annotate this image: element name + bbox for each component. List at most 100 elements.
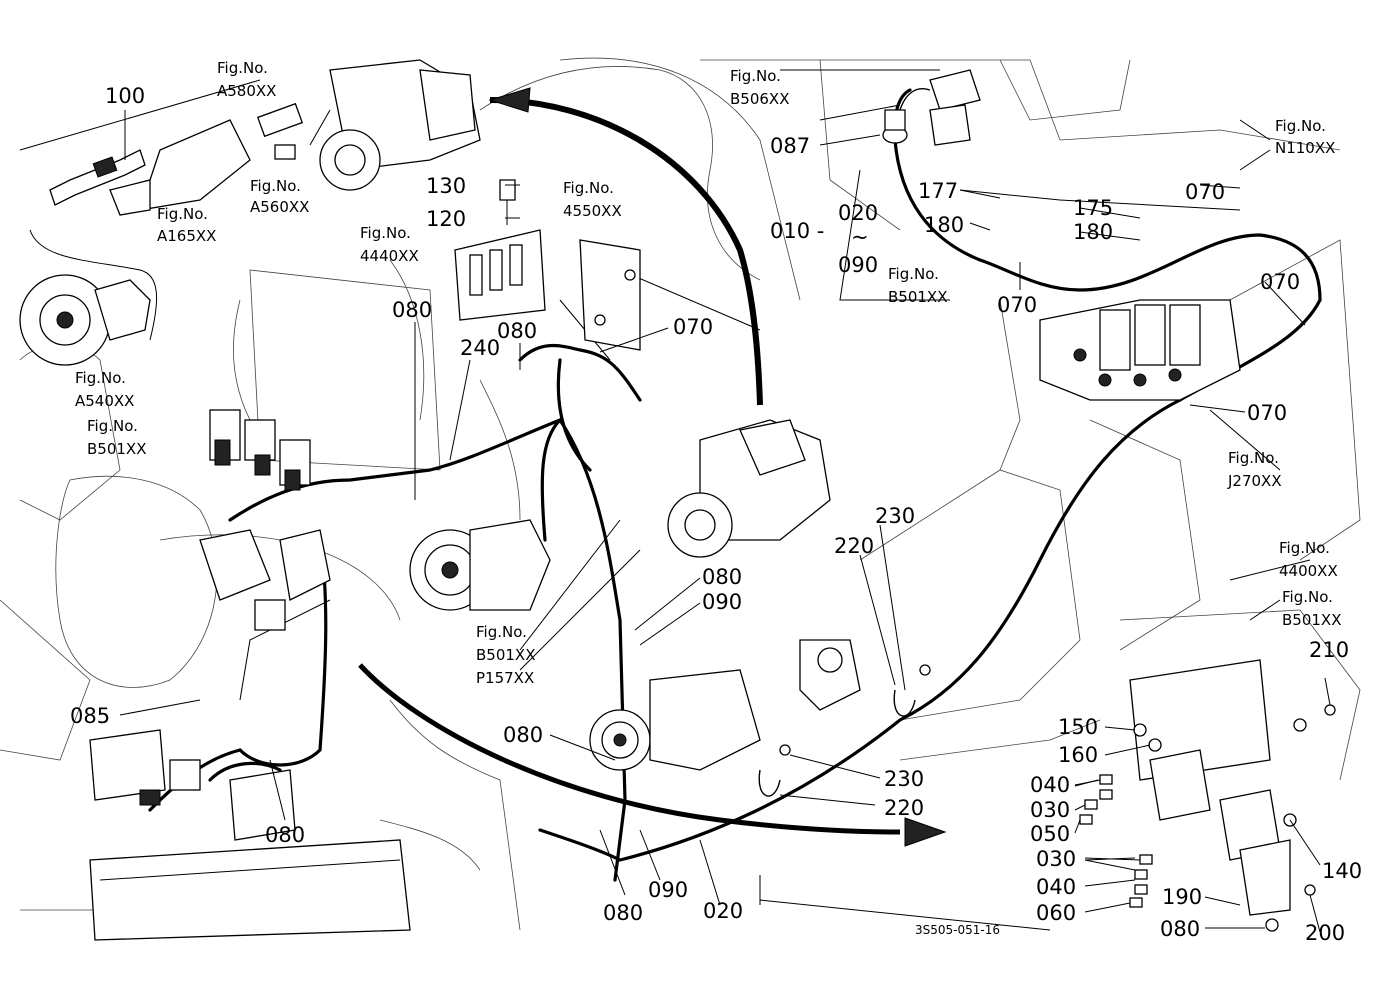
connector-087 xyxy=(882,69,981,146)
relay-cluster xyxy=(199,409,331,631)
svg-text:P157XX: P157XX xyxy=(476,669,534,687)
label-080-b: 080 xyxy=(497,319,537,343)
harness-clamps xyxy=(758,664,931,797)
svg-text:B501XX: B501XX xyxy=(476,646,535,664)
svg-text:A580XX: A580XX xyxy=(217,82,276,100)
leader-lines xyxy=(119,110,1331,933)
valve-block xyxy=(1039,299,1241,401)
fig-ref-b501-left: Fig.No. B501XX xyxy=(87,417,146,458)
svg-text:Fig.No.: Fig.No. xyxy=(730,67,781,85)
svg-text:Fig.No.: Fig.No. xyxy=(888,265,939,283)
svg-text:Fig.No.: Fig.No. xyxy=(75,369,126,387)
label-080-g: 080 xyxy=(1160,917,1200,941)
fig-ref-4440: Fig.No. 4440XX xyxy=(360,224,419,265)
svg-text:Fig.No.: Fig.No. xyxy=(563,179,614,197)
part-labels: 100 087 010 - 020 ~ 090 177 180 175 180 … xyxy=(70,84,1362,945)
label-220-upper: 220 xyxy=(834,534,874,558)
label-090-mid: 090 xyxy=(702,590,742,614)
svg-text:B501XX: B501XX xyxy=(87,440,146,458)
label-010: 010 - xyxy=(770,219,824,243)
label-080-e: 080 xyxy=(265,823,305,847)
svg-text:N110XX: N110XX xyxy=(1275,139,1335,157)
fig-ref-a165: Fig.No. A165XX xyxy=(157,205,216,245)
label-100: 100 xyxy=(105,84,145,108)
fig-ref-b506: Fig.No. B506XX xyxy=(730,67,789,108)
label-080-a: 080 xyxy=(392,298,432,322)
label-030-lower: 030 xyxy=(1036,847,1076,871)
svg-text:4440XX: 4440XX xyxy=(360,247,419,265)
label-220-lower: 220 xyxy=(884,796,924,820)
label-200: 200 xyxy=(1305,921,1345,945)
svg-text:B501XX: B501XX xyxy=(888,288,947,306)
fig-ref-b501-right: Fig.No. B501XX xyxy=(1282,588,1341,629)
svg-text:4400XX: 4400XX xyxy=(1279,562,1338,580)
label-177: 177 xyxy=(918,179,958,203)
svg-text:A540XX: A540XX xyxy=(75,392,134,410)
label-160: 160 xyxy=(1058,743,1098,767)
assembly-arrow-lower xyxy=(358,663,947,847)
svg-text:J270XX: J270XX xyxy=(1227,472,1282,490)
label-020-lower: 020 xyxy=(703,899,743,923)
label-230-upper: 230 xyxy=(875,504,915,528)
label-120: 120 xyxy=(426,207,466,231)
starter-middle xyxy=(667,419,831,558)
alternator-left xyxy=(19,274,151,366)
svg-text:A165XX: A165XX xyxy=(157,227,216,245)
fig-ref-b501-p157: Fig.No. B501XX P157XX xyxy=(476,623,535,687)
label-070-mid: 070 xyxy=(997,293,1037,317)
label-080-c: 080 xyxy=(702,565,742,589)
svg-text:Fig.No.: Fig.No. xyxy=(157,205,208,223)
fig-ref-4550: Fig.No. 4550XX xyxy=(563,179,622,220)
label-040-upper: 040 xyxy=(1030,773,1070,797)
alternator-middle xyxy=(409,519,551,611)
label-060: 060 xyxy=(1036,901,1076,925)
label-030-upper: 030 xyxy=(1030,798,1070,822)
label-090-upper: 090 xyxy=(838,253,878,277)
label-190: 190 xyxy=(1162,885,1202,909)
callout-arrows xyxy=(1074,779,1136,871)
svg-text:Fig.No.: Fig.No. xyxy=(1282,588,1333,606)
label-040-lower: 040 xyxy=(1036,875,1076,899)
reference-lines xyxy=(19,69,1311,931)
label-085: 085 xyxy=(70,704,110,728)
svg-text:Fig.No.: Fig.No. xyxy=(87,417,138,435)
ac-compressor xyxy=(589,639,861,771)
svg-text:Fig.No.: Fig.No. xyxy=(217,59,268,77)
label-050: 050 xyxy=(1030,822,1070,846)
label-087: 087 xyxy=(770,134,810,158)
label-070-lower-right: 070 xyxy=(1247,401,1287,425)
svg-text:Fig.No.: Fig.No. xyxy=(1279,539,1330,557)
label-240: 240 xyxy=(460,336,500,360)
main-wiring-harness xyxy=(29,88,1322,882)
label-180-left: 180 xyxy=(924,213,964,237)
svg-text:Fig.No.: Fig.No. xyxy=(476,623,527,641)
battery xyxy=(89,729,411,941)
label-180-right: 180 xyxy=(1073,220,1113,244)
svg-text:4550XX: 4550XX xyxy=(563,202,622,220)
fig-ref-a580: Fig.No. A580XX xyxy=(217,59,276,100)
svg-text:B506XX: B506XX xyxy=(730,90,789,108)
label-150: 150 xyxy=(1058,715,1098,739)
svg-text:Fig.No.: Fig.No. xyxy=(360,224,411,242)
label-070-top: 070 xyxy=(1185,180,1225,204)
fig-ref-n110: Fig.No. N110XX xyxy=(1275,117,1335,157)
svg-text:Fig.No.: Fig.No. xyxy=(1228,449,1279,467)
label-210: 210 xyxy=(1309,638,1349,662)
relay-bracket-lower-right xyxy=(1129,659,1336,932)
label-070-center: 070 xyxy=(673,315,713,339)
label-175: 175 xyxy=(1073,196,1113,220)
svg-text:B501XX: B501XX xyxy=(1282,611,1341,629)
label-080-d: 080 xyxy=(503,723,543,747)
fig-ref-b501-upper: Fig.No. B501XX xyxy=(888,265,947,306)
plate-4550 xyxy=(579,239,641,351)
label-tilde: ~ xyxy=(851,225,869,249)
fig-ref-a540: Fig.No. A540XX xyxy=(75,369,134,410)
label-080-f: 080 xyxy=(603,901,643,925)
assembly-arrow-upper xyxy=(488,87,763,406)
label-090-lower: 090 xyxy=(648,878,688,902)
bracket-120 xyxy=(454,179,546,321)
label-020-upper: 020 xyxy=(838,201,878,225)
sensor-100 xyxy=(49,119,251,216)
label-070-right: 070 xyxy=(1260,270,1300,294)
fig-ref-4400: Fig.No. 4400XX xyxy=(1279,539,1338,580)
